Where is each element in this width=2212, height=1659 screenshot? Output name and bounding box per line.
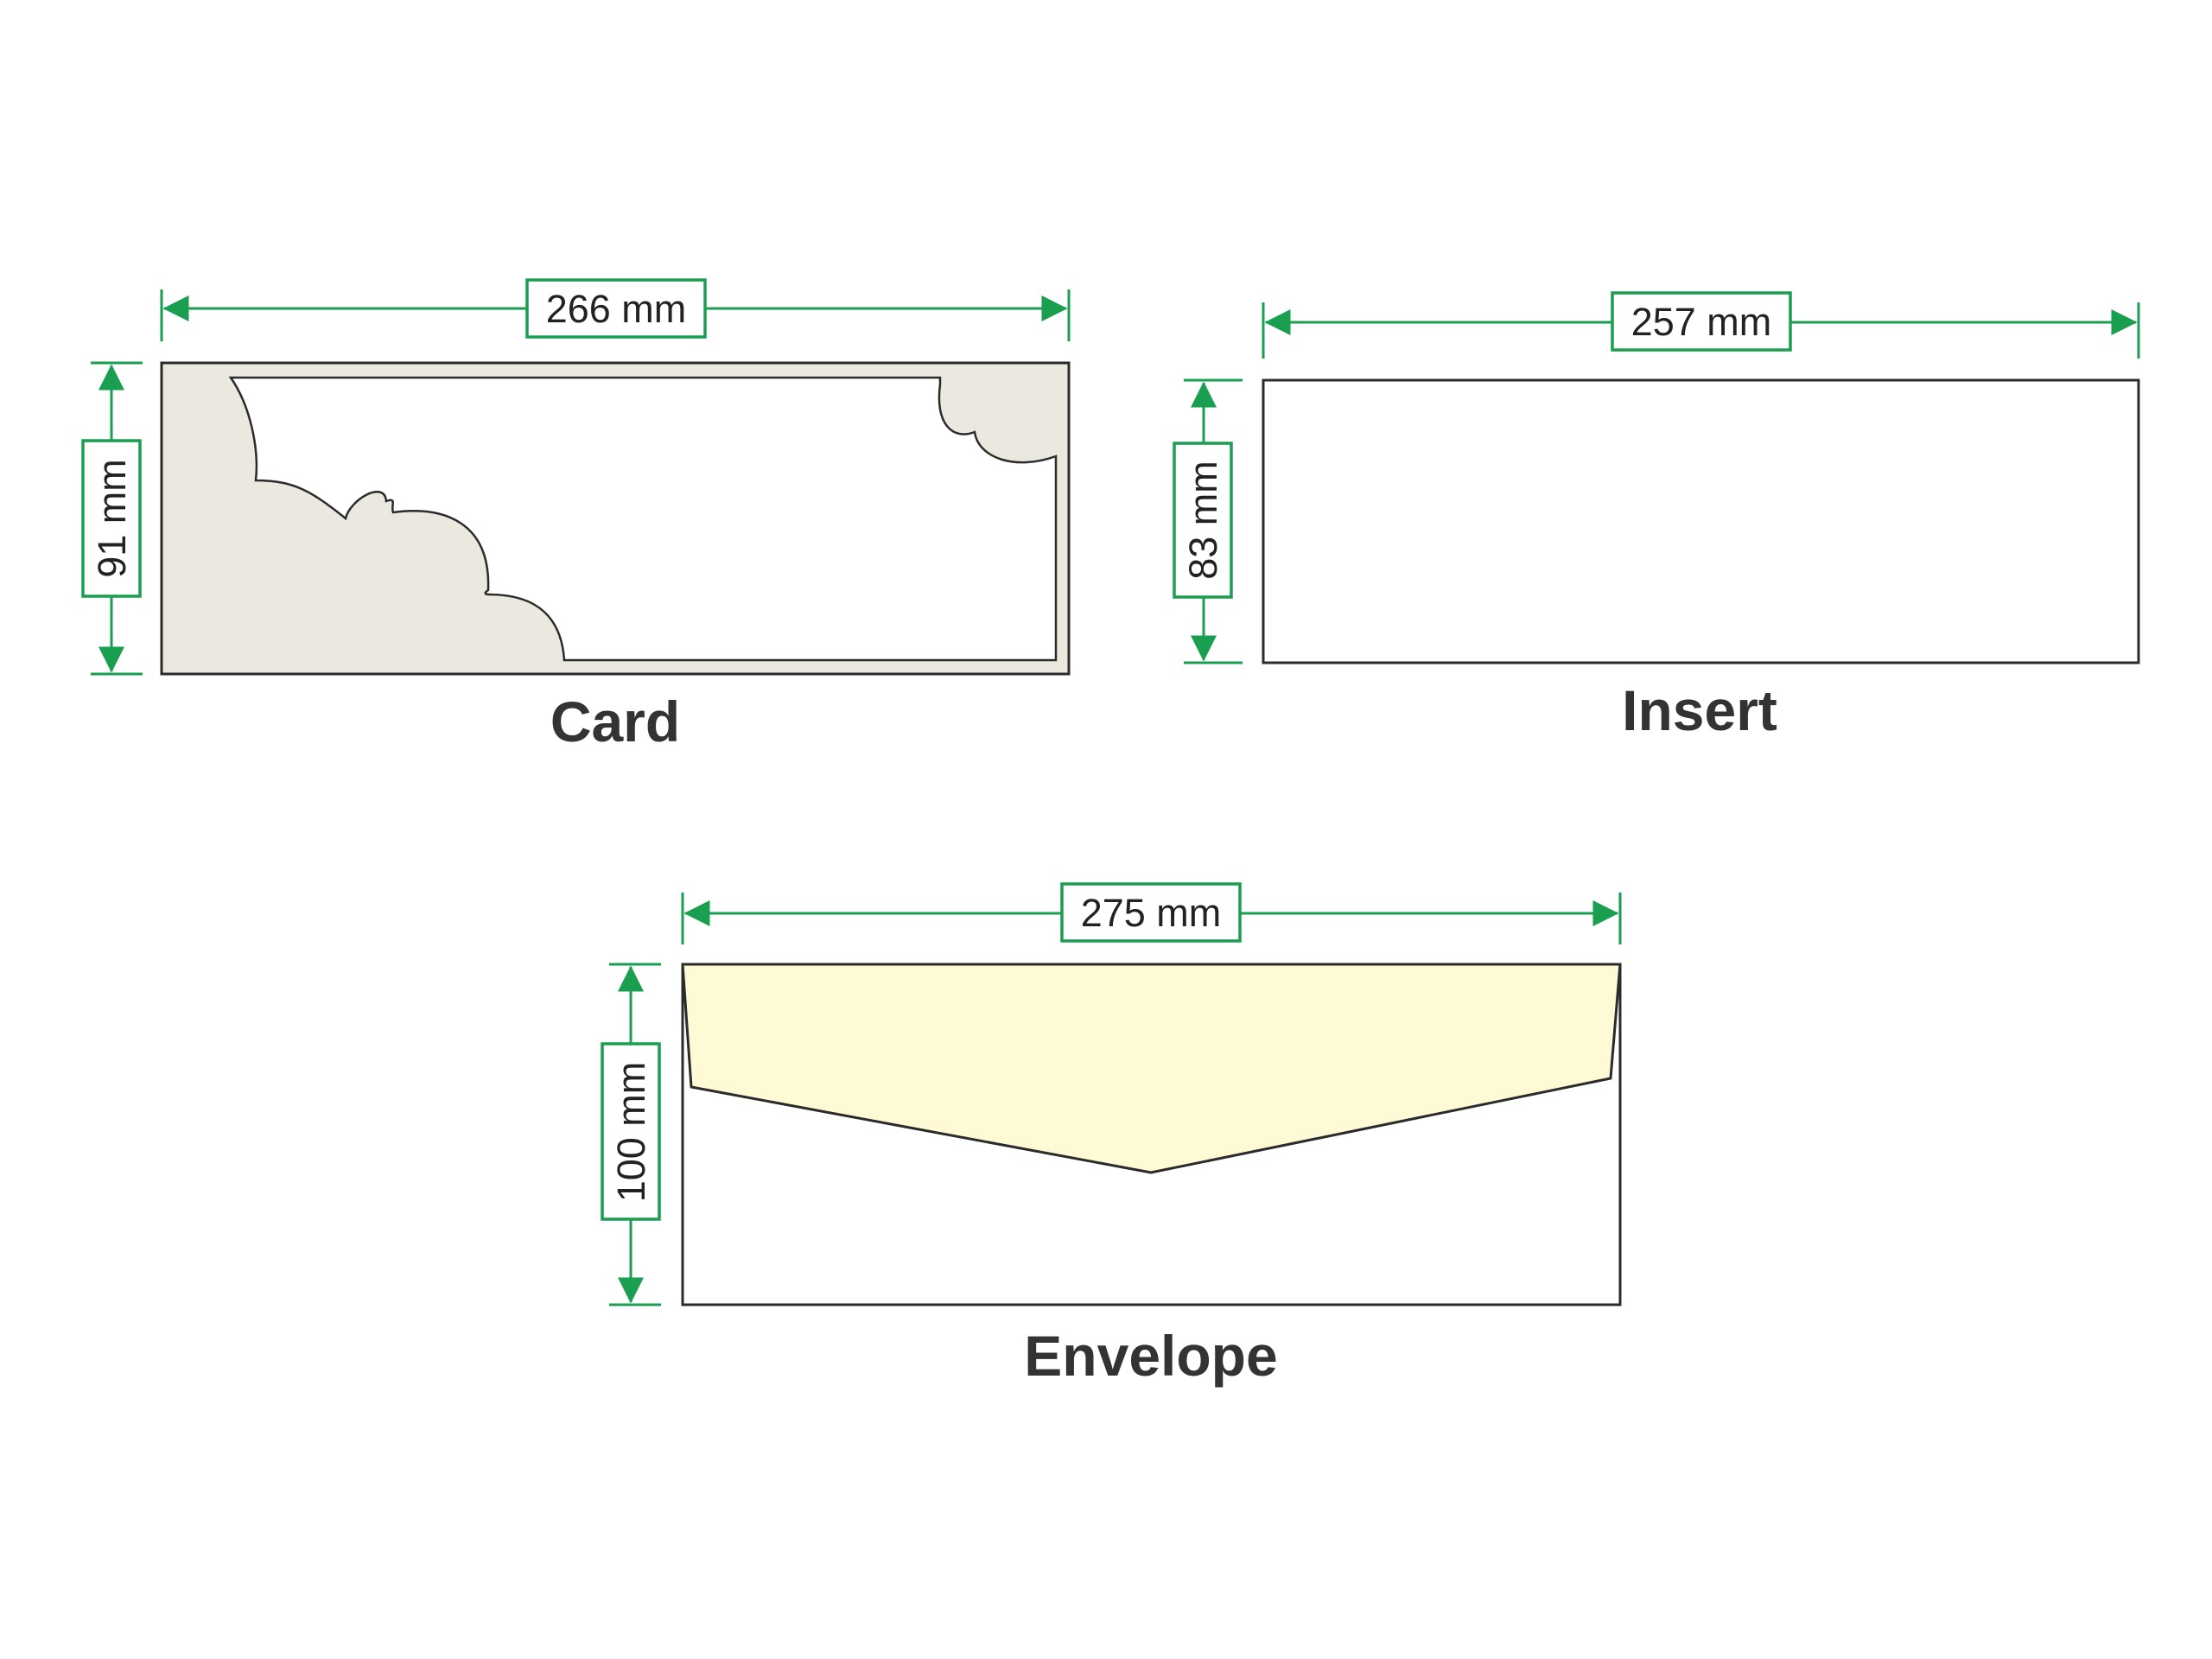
envelope-flap	[681, 963, 1622, 1174]
insert-figure: 257 mm 83 mm Insert	[1173, 291, 2140, 742]
envelope-height-label: 100 mm	[609, 1062, 653, 1203]
insert-title: Insert	[1622, 678, 1777, 742]
insert-outline	[1262, 378, 2140, 664]
card-window	[228, 376, 1058, 662]
envelope-height-label-box	[601, 1042, 661, 1221]
card-width-label-box	[525, 278, 707, 339]
insert-width-label-box	[1611, 291, 1792, 352]
insert-width-label: 257 mm	[1631, 300, 1772, 344]
envelope-figure: 275 mm 100 mm Envelope	[601, 882, 1622, 1388]
envelope-title: Envelope	[1024, 1324, 1277, 1388]
card-width-label: 266 mm	[546, 287, 687, 331]
card-figure: 266 mm 91 mm Card	[81, 278, 1071, 753]
envelope-width-label-box	[1060, 882, 1242, 943]
card-height-label: 91 mm	[90, 459, 134, 578]
envelope-width-label: 275 mm	[1081, 891, 1222, 935]
card-height-label-box	[81, 439, 142, 598]
insert-height-label: 83 mm	[1181, 461, 1225, 580]
insert-height-label-box	[1173, 442, 1233, 599]
card-title: Card	[550, 690, 680, 753]
